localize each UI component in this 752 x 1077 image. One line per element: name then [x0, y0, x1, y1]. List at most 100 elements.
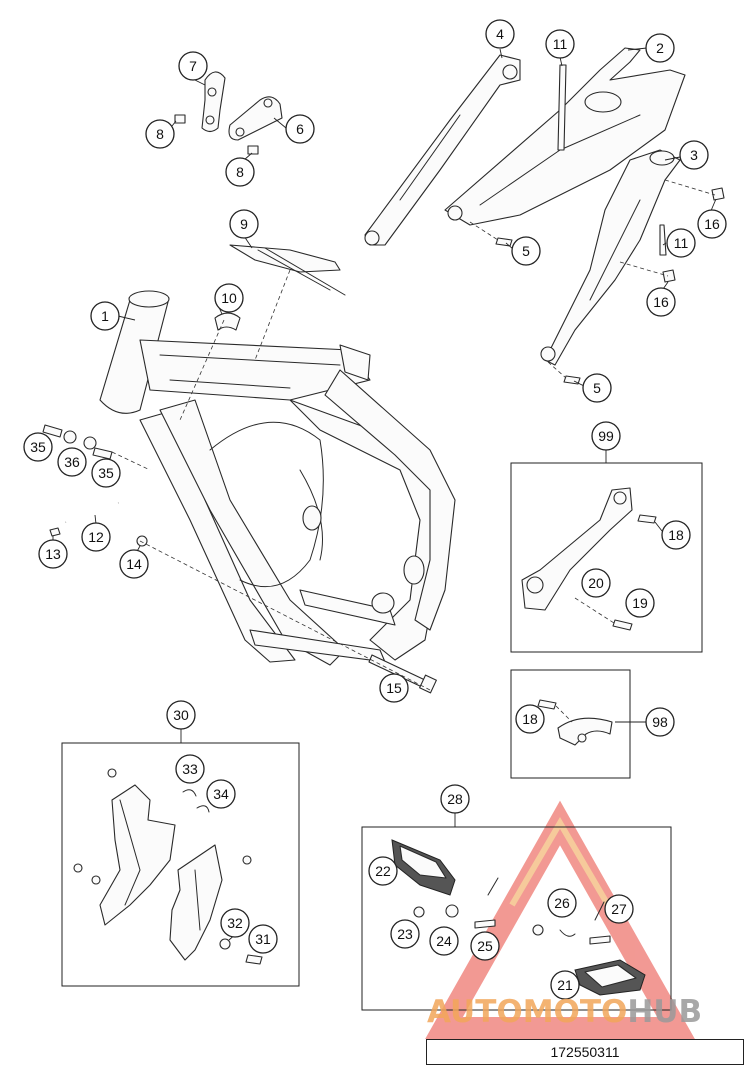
frame-protector-illustration	[73, 768, 263, 965]
callout-11b: 11	[666, 228, 696, 258]
callout-18a: 18	[661, 520, 691, 550]
callout-9: 9	[229, 209, 259, 239]
watermark-text-part1: AUTOMOTO	[427, 994, 628, 1030]
callout-12: 12	[81, 522, 111, 552]
callout-20: 20	[581, 568, 611, 598]
callout-19: 19	[625, 588, 655, 618]
svg-text:26: 26	[554, 895, 570, 911]
svg-text:98: 98	[652, 714, 668, 730]
bracket-98-illustration	[537, 699, 613, 746]
callout-32: 32	[220, 908, 250, 938]
assembly-line	[179, 319, 225, 421]
svg-text:18: 18	[668, 527, 684, 543]
svg-text:13: 13	[45, 546, 61, 562]
footrest-illustration	[391, 839, 646, 996]
svg-text:12: 12	[88, 529, 104, 545]
callout-7: 7	[178, 51, 208, 81]
main-frame-illustration	[42, 290, 456, 694]
callout-23: 23	[390, 919, 420, 949]
svg-text:2: 2	[656, 40, 664, 56]
svg-text:32: 32	[227, 915, 243, 931]
callout-27: 27	[604, 894, 634, 924]
callout-28: 28	[440, 784, 470, 814]
svg-text:33: 33	[182, 761, 198, 777]
callout-1: 1	[90, 301, 120, 331]
callout-8a: 8	[145, 119, 175, 149]
callout-35a: 35	[23, 432, 53, 462]
callout-21: 21	[550, 970, 580, 1000]
callout-3: 3	[679, 140, 709, 170]
callout-13: 13	[38, 539, 68, 569]
callout-31: 31	[248, 924, 278, 954]
svg-text:15: 15	[386, 680, 402, 696]
callout-22: 22	[368, 856, 398, 886]
watermark-text: AUTOMOTOHUB	[427, 994, 747, 1034]
callout-24: 24	[429, 926, 459, 956]
assembly-line	[111, 451, 151, 471]
box-28	[361, 826, 672, 1011]
svg-text:14: 14	[126, 556, 142, 572]
callout-30: 30	[166, 700, 196, 730]
box-30	[61, 742, 300, 987]
svg-text:19: 19	[632, 595, 648, 611]
svg-text:8: 8	[236, 164, 244, 180]
svg-text:18: 18	[522, 711, 538, 727]
svg-text:22: 22	[375, 863, 391, 879]
svg-text:20: 20	[588, 575, 604, 591]
callout-25: 25	[470, 931, 500, 961]
document-id: 172550311	[426, 1039, 744, 1065]
svg-text:6: 6	[296, 121, 304, 137]
callout-11a: 11	[545, 29, 575, 59]
assembly-line	[254, 269, 291, 361]
engine-brackets-illustration	[174, 71, 283, 155]
svg-text:7: 7	[189, 58, 197, 74]
callout-6: 6	[285, 114, 315, 144]
svg-text:30: 30	[173, 707, 189, 723]
svg-text:24: 24	[436, 933, 452, 949]
svg-text:27: 27	[611, 901, 627, 917]
callout-15: 15	[379, 673, 409, 703]
callout-33: 33	[175, 754, 205, 784]
watermark-logo-triangle	[425, 800, 695, 1039]
svg-text:23: 23	[397, 926, 413, 942]
svg-text:25: 25	[477, 938, 493, 954]
assembly-line	[664, 179, 716, 196]
callout-99: 99	[591, 421, 621, 451]
callout-5b: 5	[582, 373, 612, 403]
svg-text:34: 34	[213, 786, 229, 802]
cable-guide-illustration	[229, 244, 346, 296]
callout-4: 4	[485, 19, 515, 49]
svg-text:1: 1	[101, 308, 109, 324]
assembly-line	[547, 361, 567, 379]
callout-18b: 18	[515, 704, 545, 734]
callout-10: 10	[214, 283, 244, 313]
svg-text:5: 5	[522, 243, 530, 259]
assembly-line	[139, 540, 431, 691]
callout-2: 2	[645, 33, 675, 63]
callout-14: 14	[119, 549, 149, 579]
svg-text:16: 16	[704, 216, 720, 232]
box-99	[510, 462, 703, 653]
svg-text:16: 16	[653, 294, 669, 310]
watermark-text-part2: HUB	[627, 994, 703, 1030]
svg-text:28: 28	[447, 791, 463, 807]
subframe-illustration	[364, 47, 725, 385]
assembly-line	[574, 597, 615, 624]
sidestand-bracket-illustration	[521, 487, 657, 631]
callout-36: 36	[57, 447, 87, 477]
svg-text:5: 5	[593, 380, 601, 396]
svg-text:9: 9	[240, 216, 248, 232]
assembly-line	[555, 705, 573, 723]
svg-text:21: 21	[557, 977, 573, 993]
callout-35b: 35	[91, 458, 121, 488]
callout-98: 98	[645, 707, 675, 737]
svg-text:11: 11	[674, 235, 689, 251]
svg-text:36: 36	[64, 454, 80, 470]
svg-text:10: 10	[221, 290, 237, 306]
svg-text:8: 8	[156, 126, 164, 142]
svg-text:31: 31	[255, 931, 271, 947]
callout-16a: 16	[697, 209, 727, 239]
svg-text:4: 4	[496, 26, 504, 42]
svg-text:99: 99	[598, 428, 614, 444]
